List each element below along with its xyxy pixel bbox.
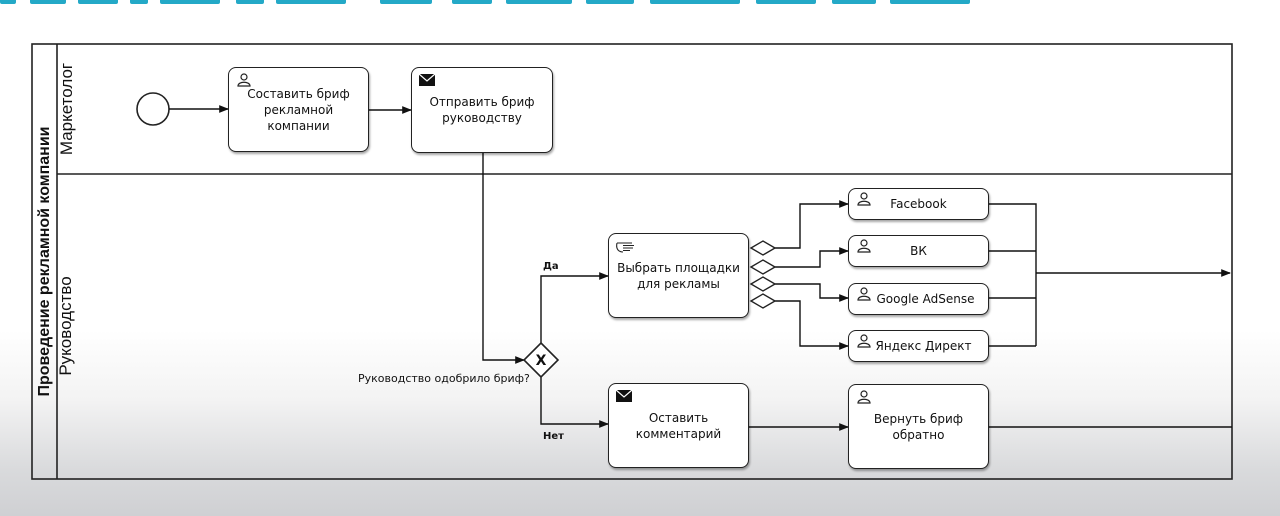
task-return-brief[interactable]: Вернуть бриф обратно — [848, 384, 989, 469]
task-facebook[interactable]: Facebook — [848, 188, 989, 220]
pool-title: Проведение рекламной компании — [35, 126, 52, 397]
gateway-symbol: X — [536, 353, 547, 369]
user-task-icon — [857, 192, 871, 206]
gateway-yes-label: Да — [543, 261, 559, 272]
task-yandex-direct[interactable]: Яндекс Директ — [848, 330, 989, 362]
lane-title-management: Руководство — [56, 276, 75, 376]
task-compose-brief[interactable]: Составить бриф рекламной компании — [228, 67, 369, 152]
split-gateway-yandex — [749, 293, 777, 309]
task-vk[interactable]: ВК — [848, 235, 989, 267]
flow-gw2-to-vk — [775, 247, 849, 268]
user-task-icon — [857, 287, 871, 301]
flow-gw1-to-facebook — [775, 200, 849, 249]
envelope-icon — [615, 389, 633, 402]
task-label: Составить бриф рекламной компании — [247, 86, 350, 133]
task-label: Вернуть бриф обратно — [873, 411, 964, 442]
task-label: Google AdSense — [876, 292, 975, 306]
gateway-question: Руководство одобрило бриф? — [358, 372, 530, 385]
gateway-no-label: Нет — [543, 431, 564, 442]
header-accent-strip — [0, 0, 1280, 8]
task-label: Отправить бриф руководству — [429, 95, 535, 125]
flow-gw4-to-yandex — [775, 300, 849, 350]
user-task-icon — [857, 334, 871, 348]
task-label: Оставить комментарий — [635, 410, 722, 441]
flow-gw3-to-adsense — [775, 283, 849, 302]
envelope-icon — [418, 73, 436, 86]
task-leave-comment[interactable]: Оставить комментарий — [608, 383, 749, 468]
task-label: Яндекс Директ — [875, 339, 972, 353]
lane-title-marketer: Маркетолог — [57, 62, 76, 156]
exclusive-gateway[interactable]: X — [522, 341, 560, 379]
split-gateway-vk — [749, 259, 777, 275]
task-google-adsense[interactable]: Google AdSense — [848, 283, 989, 315]
flow-send-to-gateway — [482, 153, 525, 364]
split-gateway-facebook — [749, 240, 777, 256]
start-event[interactable] — [136, 92, 170, 126]
user-task-icon — [237, 73, 251, 87]
task-label: Facebook — [890, 197, 947, 211]
pool-frame — [31, 43, 1233, 480]
task-send-brief[interactable]: Отправить бриф руководству — [411, 67, 553, 153]
task-label: ВК — [910, 244, 927, 258]
manual-task-icon — [616, 242, 634, 253]
flow-yes-to-choose — [540, 272, 609, 343]
task-label: Выбрать площадки для рекламы — [617, 260, 740, 291]
task-choose-platforms[interactable]: Выбрать площадки для рекламы — [608, 233, 749, 318]
split-gateway-adsense — [749, 276, 777, 292]
user-task-icon — [857, 390, 871, 404]
flow-facebook-merge — [989, 203, 1037, 346]
user-task-icon — [857, 239, 871, 253]
flow-no-to-comment — [540, 377, 609, 428]
